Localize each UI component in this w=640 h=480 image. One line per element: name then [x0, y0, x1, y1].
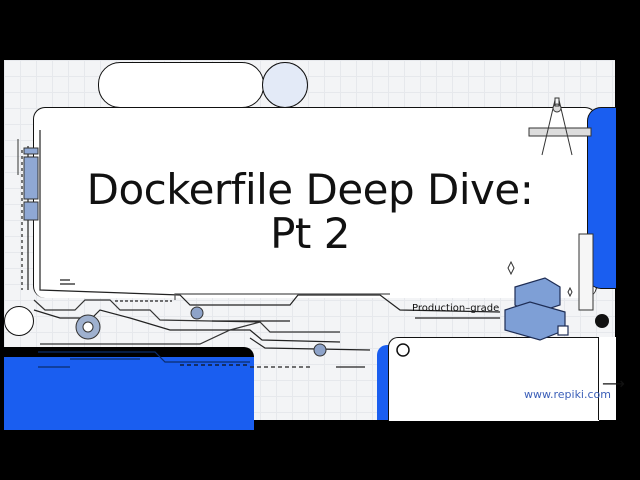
title-line-2: Pt 2 [270, 209, 350, 258]
title-card [33, 107, 597, 298]
title-line-1: Dockerfile Deep Dive: [86, 165, 534, 214]
decorative-circle-left [4, 306, 34, 336]
dot-marker [595, 314, 609, 328]
arrow-right-icon: ⟶ [602, 374, 625, 393]
production-grade-label: Production–grade [412, 303, 500, 314]
blue-sliver-panel [377, 345, 389, 420]
footer-side-card [598, 337, 616, 420]
website-url: www.repiki.com [524, 388, 611, 401]
footer-card [388, 337, 600, 421]
decorative-circle [262, 62, 308, 108]
page-title: Dockerfile Deep Dive: Pt 2 [40, 168, 580, 256]
